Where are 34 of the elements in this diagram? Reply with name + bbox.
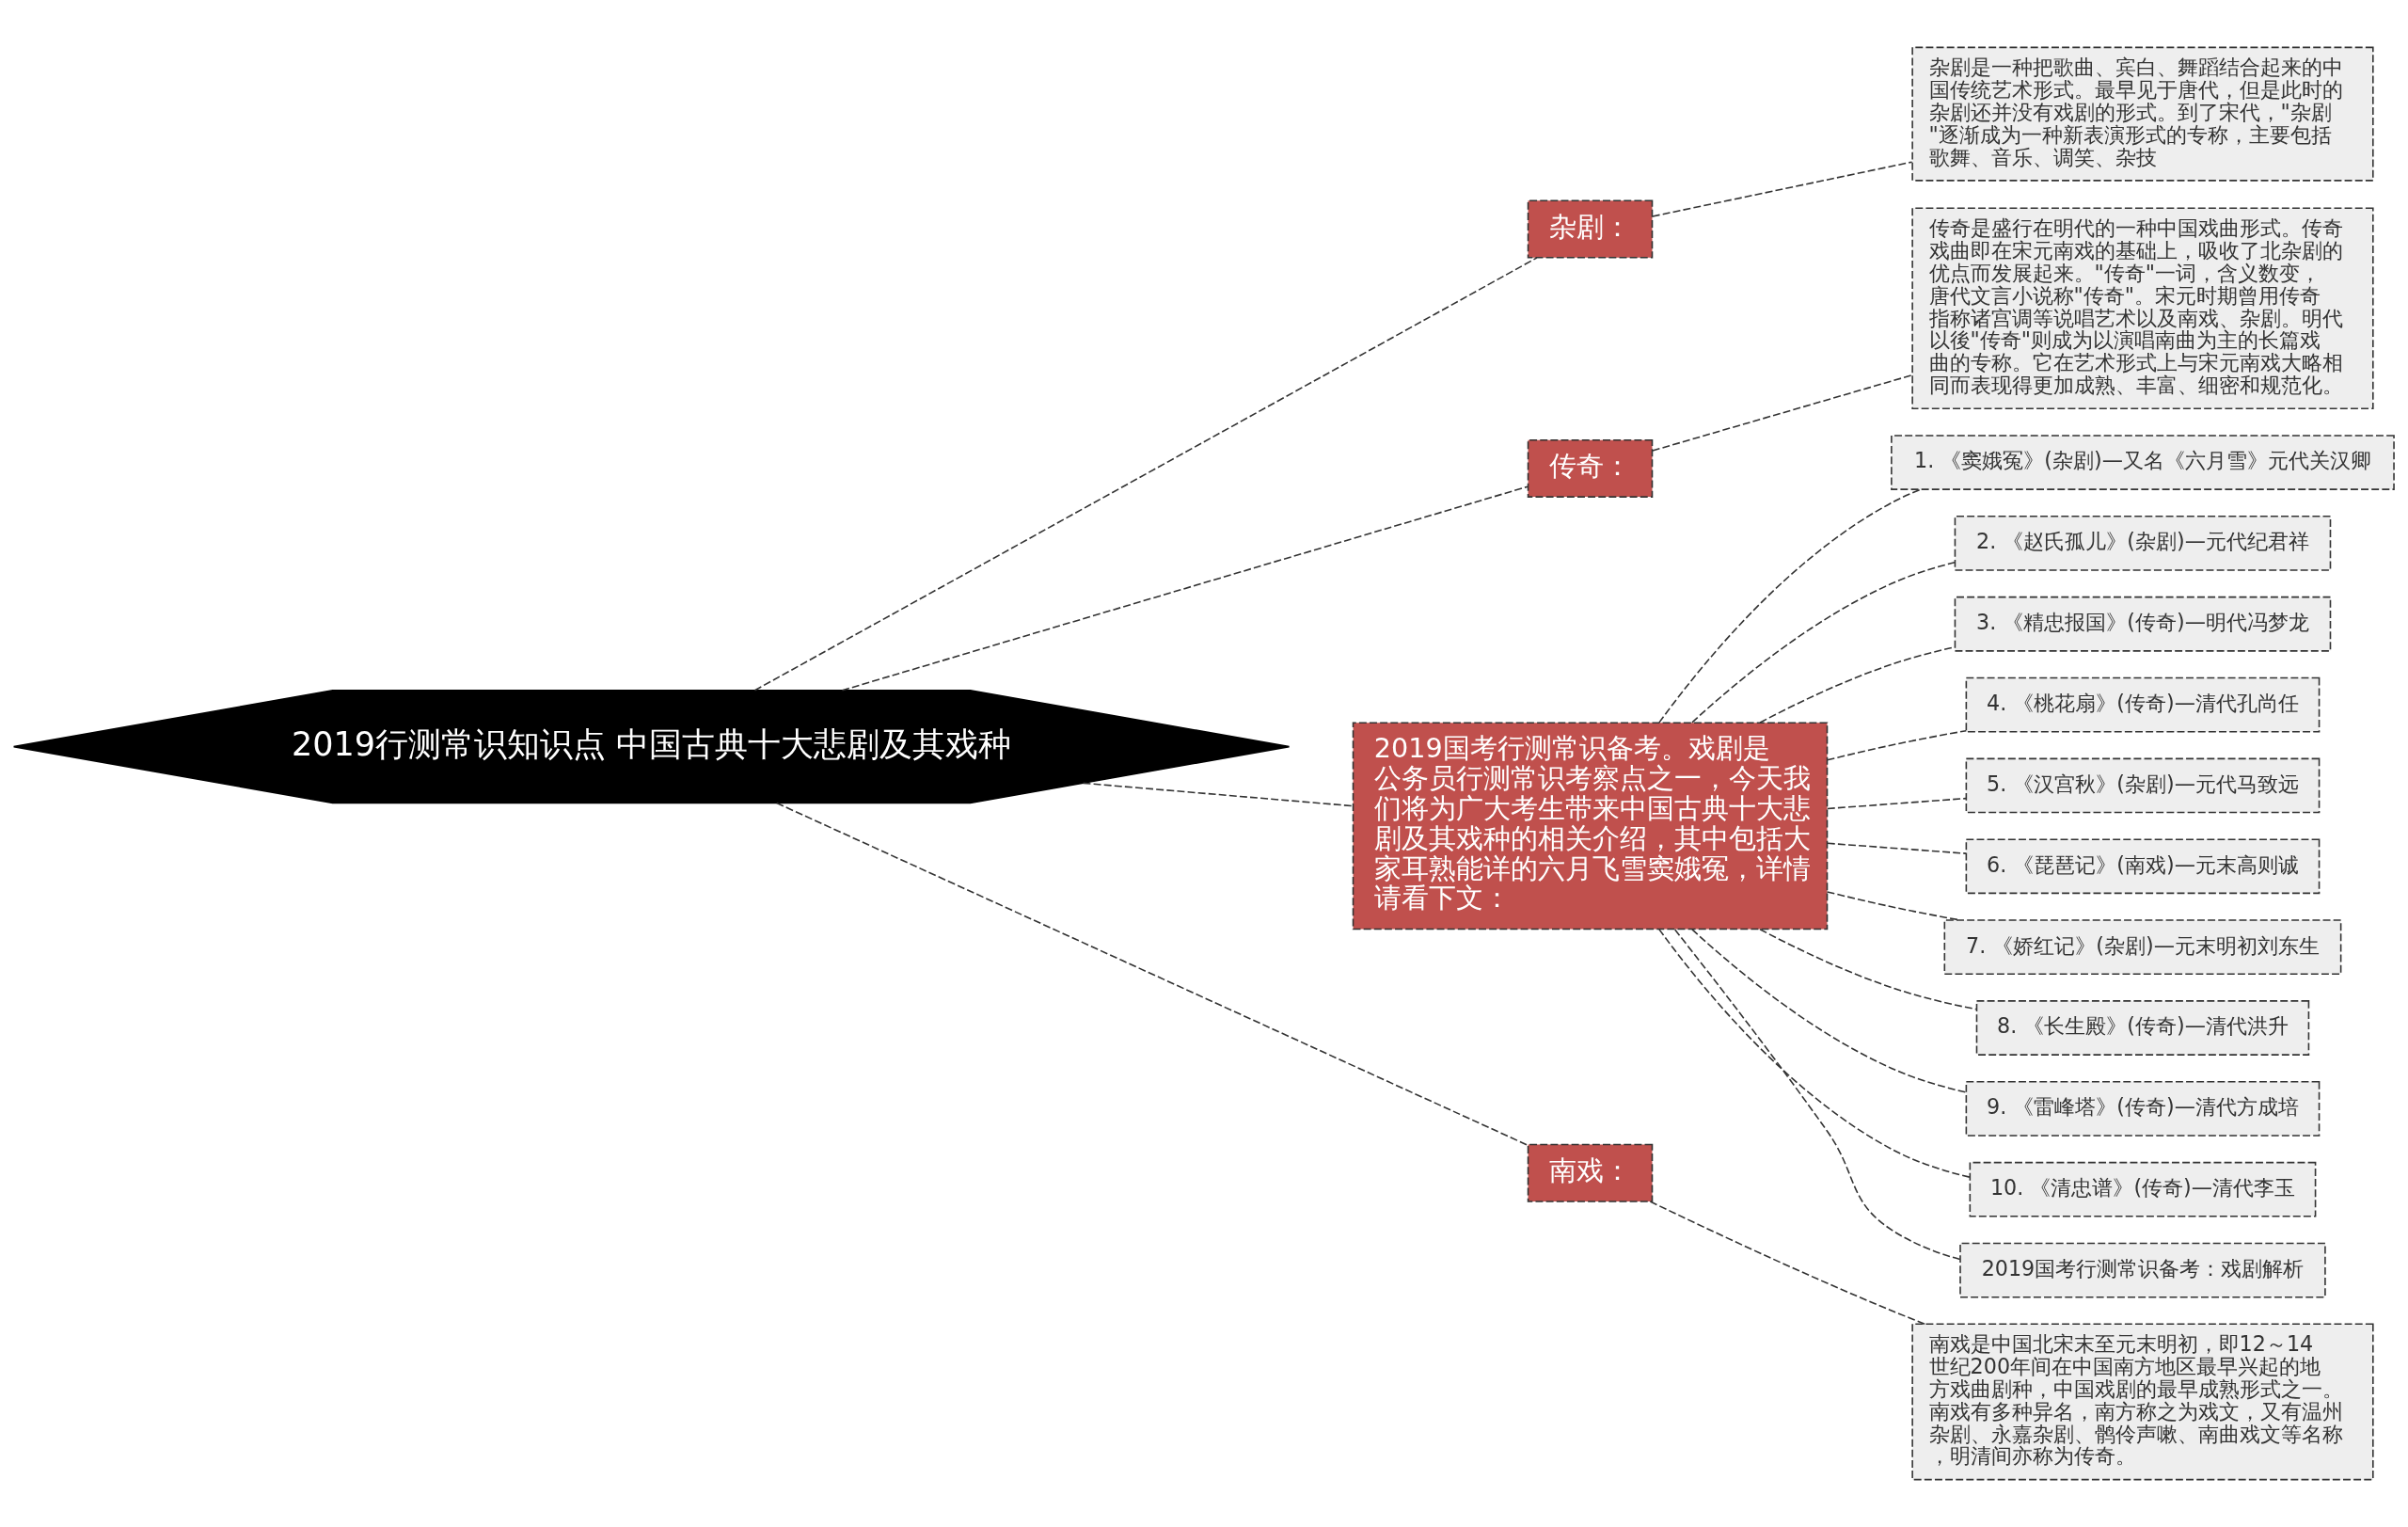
node-box: 2019国考行测常识备考：戏剧解析 [1959,1242,2326,1298]
connector [1826,729,1968,761]
node-box: 4. 《桃花扇》(传奇)—清代孔尚任 [1965,676,2321,733]
node-box: 传奇是盛行在明代的一种中国戏曲形式。传奇戏曲即在宋元南戏的基础上，吸收了北杂剧的优点而发展起来。"传奇"一词，含义数变，唐代文言小说称"传奇"。宋元时期曾用传奇指称诸宫调等说唱艺术以及南戏、杂剧。明代以後"传奇"则成为以演唱南曲为主的长篇戏曲的专称。它在艺术形式上与宋元南戏大略相同而表现得更加成熟、丰富、细密和规范化。 [1911,207,2374,410]
node-box: 9. 《雷峰塔》(传奇)—清代方成培 [1965,1080,2321,1137]
connector [1652,161,1913,217]
connector [841,485,1529,692]
node-box: 杂剧： [1527,199,1654,259]
connector [1759,928,1977,1010]
node-box: 10. 《清忠谱》(传奇)—清代李玉 [1969,1161,2317,1217]
connector [775,802,1529,1147]
connector [753,257,1538,692]
node-box: 传奇： [1527,438,1654,498]
node-box: 杂剧是一种把歌曲、宾白、舞蹈结合起来的中国传统艺术形式。最早见于唐代，但是此时的杂剧还并没有戏剧的形式。到了宋代，"杂剧"逐渐成为一种新表演形式的专称，主要包括歌舞、音乐、调笑、杂技 [1911,46,2374,182]
node-box: 7. 《娇红记》(杂剧)—元末明初刘东生 [1943,919,2342,976]
node-box: 6. 《琵琶记》(南戏)—元末高则诚 [1965,838,2321,895]
node-box: 2. 《赵氏孤儿》(杂剧)—元代纪君祥 [1954,516,2332,571]
connector [1691,929,1967,1093]
connector [1649,1201,1926,1326]
node-box: 南戏是中国北宋末至元末明初，即12～14世纪200年间在中国南方地区最早兴起的地方戏曲剧种，中国戏剧的最早成熟形式之一。南戏有多种异名，南方称之为戏文，又有温州杂剧、永嘉杂剧、鹘伶声嗽、南曲戏文等名称，明清间亦称为传奇。 [1911,1323,2374,1481]
node-box: 5. 《汉宫秋》(杂剧)—元代马致远 [1965,757,2321,814]
connector [1827,842,1967,854]
connector [1658,929,1971,1178]
node-box: 8. 《长生殿》(传奇)—清代洪升 [1975,1000,2310,1056]
connector [1082,782,1354,807]
node-box: 南戏： [1527,1143,1654,1202]
node-box: 2019国考行测常识备考。戏剧是公务员行测常识考察点之一，今天我们将为广大考生带来中国古典十大悲剧及其戏种的相关介绍，其中包括大家耳熟能详的六月飞雪窦娥冤，详情请看下文： [1352,722,1829,931]
node-box: 1. 《窦娥冤》(杂剧)—又名《六月雪》元代关汉卿 [1891,435,2395,490]
connector [1673,929,1961,1261]
connector [1827,797,1967,810]
connector [1652,374,1913,452]
node-box: 3. 《精忠报国》(传奇)—明代冯梦龙 [1954,596,2332,652]
connector [1658,488,1922,724]
connector [1691,561,1956,724]
